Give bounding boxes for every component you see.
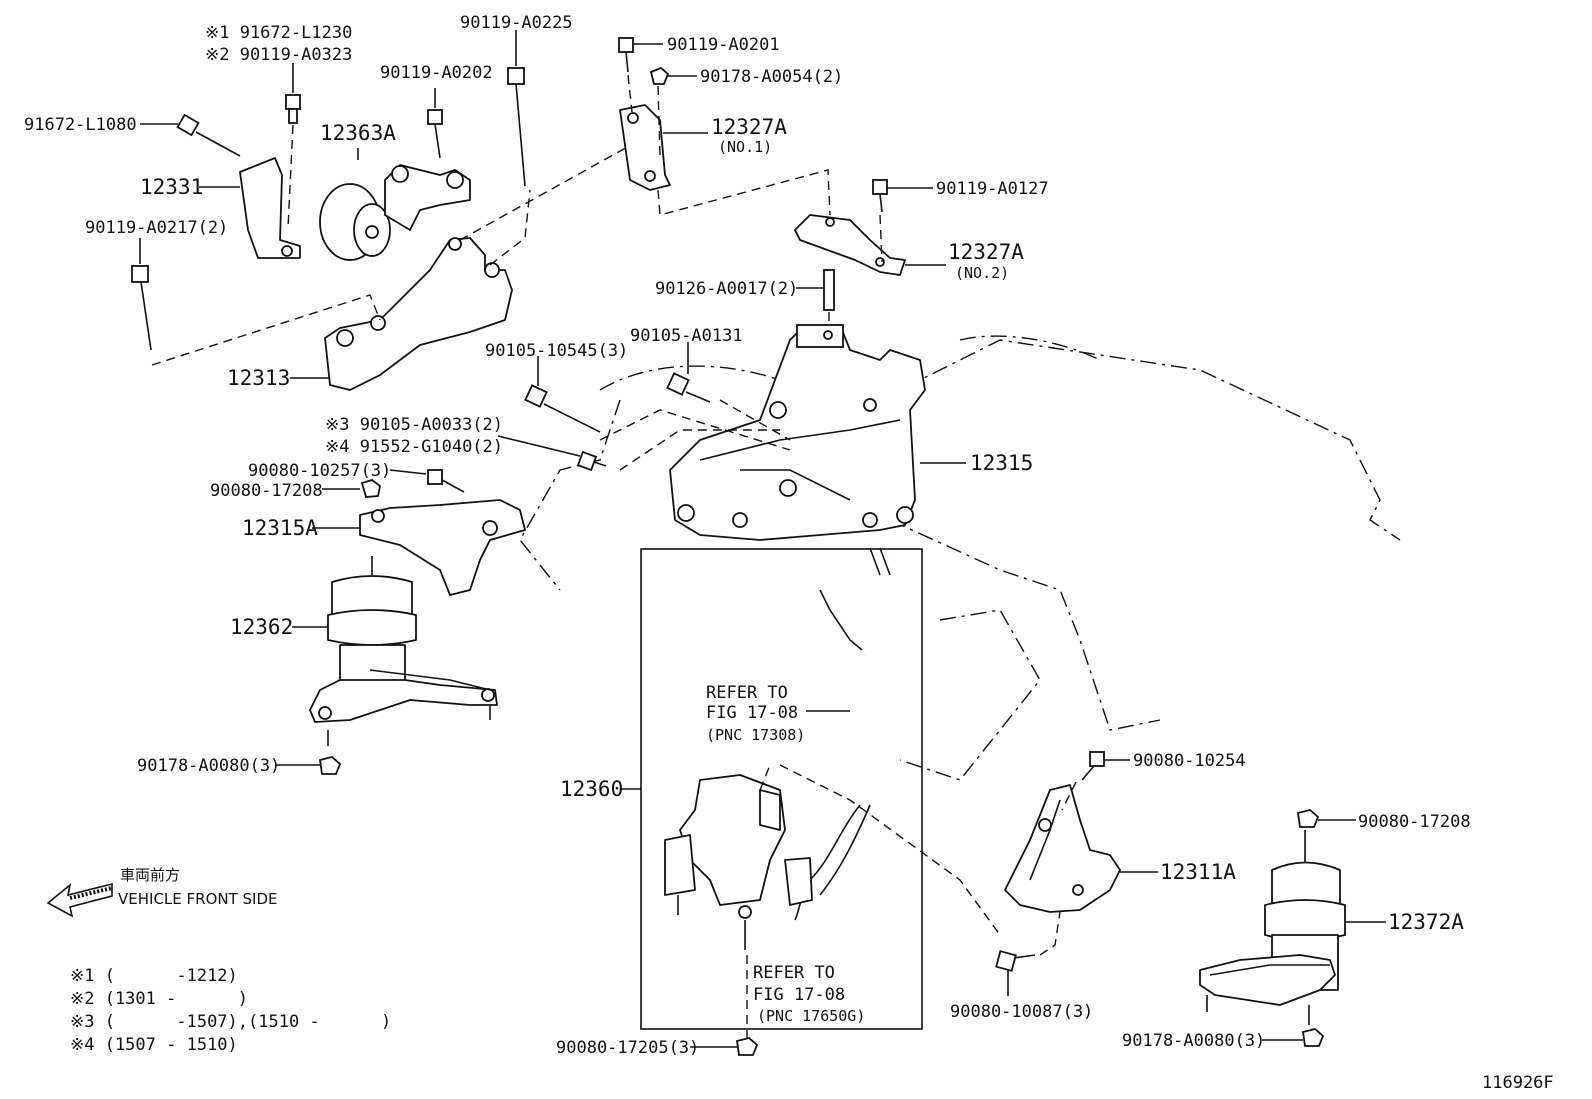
- label-90119-A0202: 90119-A0202: [380, 63, 493, 83]
- bolt-90119-A0202: [427, 88, 443, 159]
- label-91672-L1080: 91672-L1080: [24, 115, 137, 135]
- label-90080-10087: 90080-10087(3): [950, 1002, 1093, 1022]
- label-front-en: VEHICLE FRONT SIDE: [118, 890, 278, 908]
- label-90178-A0080-a: 90178-A0080(3): [137, 756, 280, 776]
- bracket-12315A: [312, 469, 526, 596]
- bolt-90105-10545: [524, 356, 601, 433]
- footnotes: ※1 ( -1212) ※2 (1301 - ) ※3 ( -1507),(15…: [70, 966, 391, 1055]
- footnote-1: ※1 ( -1212): [70, 966, 238, 986]
- bracket-12311A: [995, 751, 1158, 996]
- mount-12372A: [1199, 809, 1386, 1047]
- label-90126-A0017: 90126-A0017(2): [655, 279, 798, 299]
- label-90105-A0131: 90105-A0131: [630, 326, 743, 346]
- bracket-12315: [599, 324, 966, 541]
- label-90178-A0080-b: 90178-A0080(3): [1122, 1031, 1265, 1051]
- engine-outline: [519, 335, 1401, 781]
- label-12311A: 12311A: [1160, 860, 1236, 884]
- label-pnc-17650g: (PNC 17650G): [757, 1007, 865, 1025]
- label-90178-A0054: 90178-A0054(2): [700, 67, 843, 87]
- label-90119-A0225: 90119-A0225: [460, 13, 573, 33]
- label-12362: 12362: [230, 615, 293, 639]
- label-90105-10545: 90105-10545(3): [485, 341, 628, 361]
- label-fig-17-08-2: FIG 17-08: [753, 985, 845, 1005]
- label-12363A: 12363A: [320, 121, 396, 145]
- bracket-12327A-no2: [794, 179, 946, 325]
- label-fig-17-08-1: FIG 17-08: [706, 703, 798, 723]
- label-90080-17208-b: 90080-17208: [1358, 812, 1471, 832]
- footnote-4: ※4 (1507 - 1510): [70, 1035, 238, 1055]
- mount-12363A: [319, 148, 471, 261]
- bracket-12327A-no1: [618, 37, 831, 216]
- label-91672-L1230: ※1 91672-L1230: [205, 23, 352, 43]
- label-90080-17208-a: 90080-17208: [210, 481, 323, 501]
- label-90119-A0323: ※2 90119-A0323: [205, 45, 352, 65]
- label-90105-A0033: ※3 90105-A0033(2): [325, 415, 503, 435]
- label-pnc-17308: (PNC 17308): [706, 726, 805, 744]
- label-12327A-no1: 12327A: [711, 115, 787, 139]
- label-12360: 12360: [560, 777, 623, 801]
- footnote-2: ※2 (1301 - ): [70, 989, 248, 1009]
- bracket-12313: [151, 139, 641, 391]
- label-12372A: 12372A: [1388, 910, 1464, 934]
- label-90080-10257: 90080-10257(3): [248, 461, 391, 481]
- label-90119-A0127: 90119-A0127: [936, 179, 1049, 199]
- label-figure-id: 116926F: [1482, 1073, 1554, 1093]
- label-12327A-no2: 12327A: [948, 240, 1024, 264]
- label-12315A: 12315A: [242, 516, 318, 540]
- label-90119-A0201: 90119-A0201: [667, 35, 780, 55]
- label-no2: (NO.2): [955, 264, 1009, 282]
- label-12331: 12331: [140, 175, 203, 199]
- bolt-90105-A0131: [666, 342, 711, 403]
- bolt-91552-G1040: [497, 435, 607, 472]
- footnote-3: ※3 ( -1507),(1510 - ): [70, 1012, 391, 1032]
- label-12315: 12315: [970, 451, 1033, 475]
- box-12360: [620, 547, 1001, 1056]
- part-labels: ※1 91672-L1230 ※2 90119-A0323 90119-A022…: [24, 13, 1554, 1093]
- bolt-90119-A0217: [131, 238, 152, 351]
- label-front-jp: 車両前方: [120, 866, 180, 884]
- label-90080-17205: 90080-17205(3): [556, 1038, 699, 1058]
- bracket-12331: [199, 157, 301, 259]
- label-refer-to-2: REFER TO: [753, 963, 835, 983]
- label-no1: (NO.1): [718, 138, 772, 156]
- bolt-91672-L1080: [140, 113, 241, 157]
- vehicle-front-arrow-icon: [46, 882, 113, 918]
- bolt-90119-A0323: [285, 63, 301, 229]
- mount-12362: [276, 556, 498, 775]
- bolt-90119-A0225: [507, 30, 526, 187]
- label-refer-to-1: REFER TO: [706, 683, 788, 703]
- label-12313: 12313: [227, 366, 290, 390]
- label-91552-G1040: ※4 91552-G1040(2): [325, 437, 503, 457]
- label-90119-A0217: 90119-A0217(2): [85, 218, 228, 238]
- label-90080-10254: 90080-10254: [1133, 751, 1246, 771]
